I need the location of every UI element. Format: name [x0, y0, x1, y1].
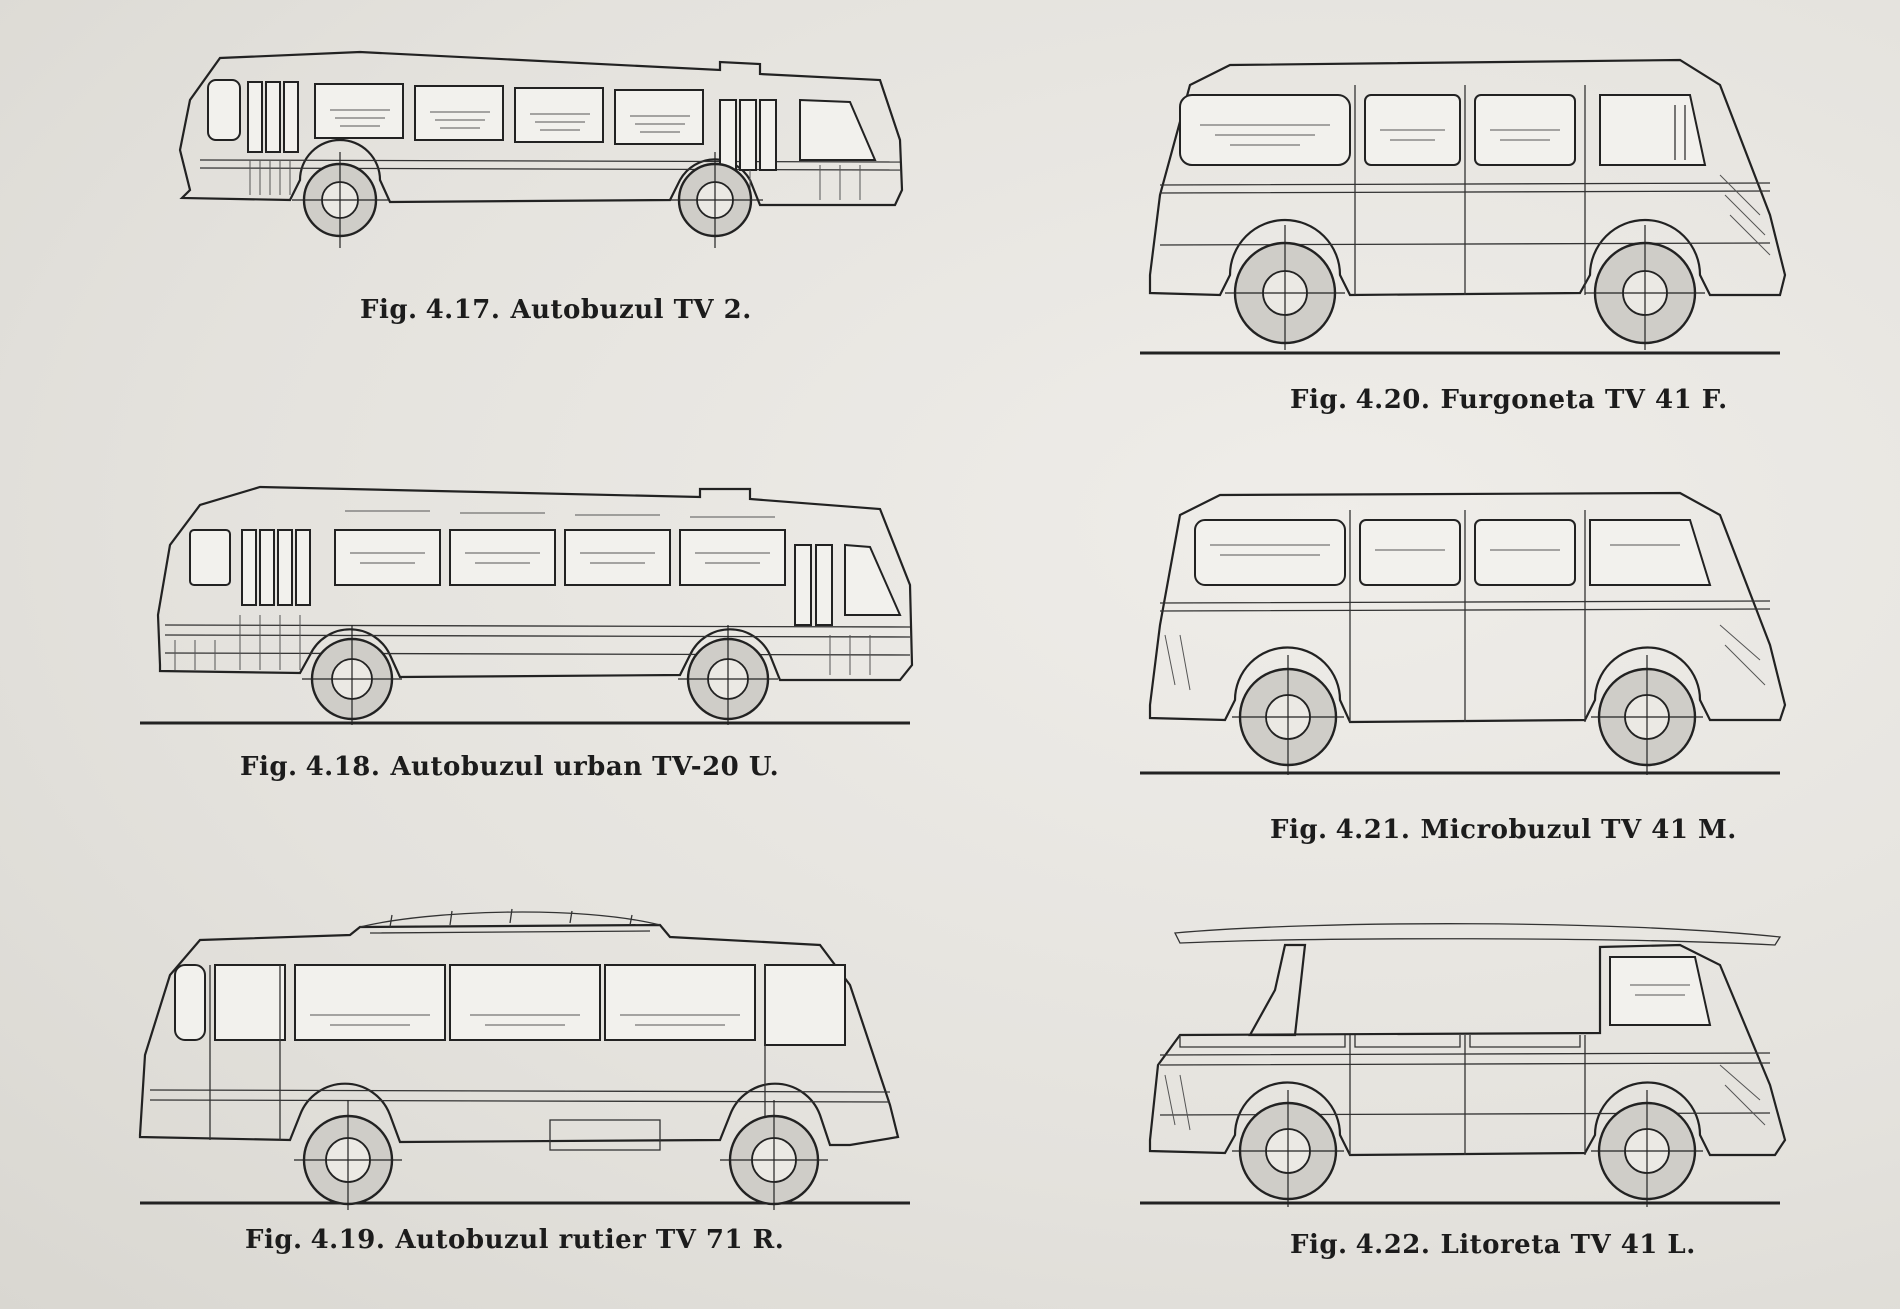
figure-4-20-caption: Fig.4.20. Furgoneta TV 41 F. [1290, 385, 1736, 415]
caption-number: 4.20. [1355, 385, 1431, 415]
figure-4-19-caption: Fig.4.19. Autobuzul rutier TV 71 R. [245, 1225, 792, 1255]
caption-title: Autobuzul urban TV-20 U. [390, 752, 780, 782]
figure-4-22-drawing [1120, 915, 1790, 1215]
caption-number: 4.18. [305, 752, 381, 782]
caption-title: Furgoneta TV 41 F. [1440, 385, 1728, 415]
figure-4-18-drawing [130, 475, 914, 735]
bus-tv2-illustration [178, 50, 904, 248]
bus-tv20u-illustration [140, 485, 914, 725]
caption-number: 4.17. [425, 295, 501, 325]
figure-4-18-caption: Fig.4.18. Autobuzul urban TV-20 U. [240, 752, 787, 782]
caption-label: Fig. [1270, 815, 1328, 845]
figure-4-20-drawing [1120, 45, 1790, 365]
figure-4-17-caption: Fig.4.17. Autobuzul TV 2. [360, 295, 760, 325]
open-top-tv41l-illustration [1140, 923, 1787, 1207]
caption-title: Microbuzul TV 41 M. [1420, 815, 1737, 845]
caption-number: 4.21. [1335, 815, 1411, 845]
figure-4-21-caption: Fig.4.21. Microbuzul TV 41 M. [1270, 815, 1745, 845]
figure-4-17-drawing [160, 40, 904, 280]
caption-label: Fig. [240, 752, 298, 782]
caption-label: Fig. [1290, 1230, 1348, 1260]
van-tv41f-illustration [1140, 58, 1787, 355]
microbus-tv41m-illustration [1140, 491, 1787, 775]
figure-4-19-drawing [130, 905, 910, 1215]
caption-number: 4.19. [310, 1225, 386, 1255]
coach-tv71r-illustration [138, 908, 910, 1210]
caption-label: Fig. [245, 1225, 303, 1255]
figure-4-22-caption: Fig.4.22. Litoreta TV 41 L. [1290, 1230, 1704, 1260]
caption-label: Fig. [1290, 385, 1348, 415]
caption-label: Fig. [360, 295, 418, 325]
caption-title: Litoreta TV 41 L. [1440, 1230, 1696, 1260]
figure-4-21-drawing [1120, 485, 1790, 785]
caption-title: Autobuzul rutier TV 71 R. [395, 1225, 785, 1255]
caption-number: 4.22. [1355, 1230, 1431, 1260]
caption-title: Autobuzul TV 2. [510, 295, 752, 325]
